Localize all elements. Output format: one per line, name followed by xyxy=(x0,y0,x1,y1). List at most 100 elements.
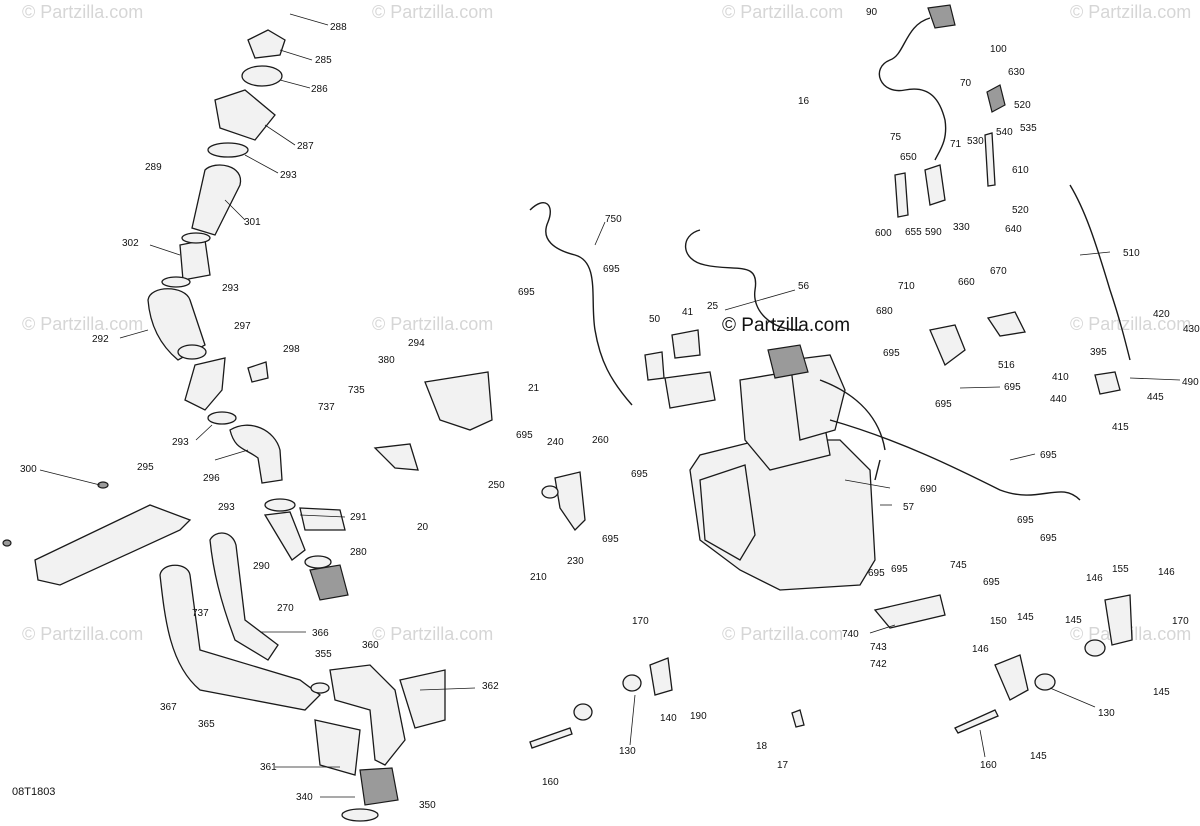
part-bracket xyxy=(986,311,1026,337)
callout: 361 xyxy=(260,762,277,773)
leader xyxy=(289,13,329,26)
callout: 650 xyxy=(900,152,917,163)
callout: 302 xyxy=(122,238,139,249)
leader xyxy=(979,729,986,758)
callout: 240 xyxy=(547,437,564,448)
callout: 365 xyxy=(198,719,215,730)
callout: 743 xyxy=(870,642,887,653)
callout: 145 xyxy=(1065,615,1082,626)
callout: 355 xyxy=(315,649,332,660)
part-plate xyxy=(649,657,673,696)
diagram-code: 08T1803 xyxy=(12,786,55,798)
part-cylinder-head xyxy=(789,354,846,441)
part-bellows xyxy=(309,564,349,601)
callout: 56 xyxy=(798,281,810,292)
callout: 695 xyxy=(1004,382,1021,393)
callout: 737 xyxy=(192,608,209,619)
callout: 516 xyxy=(998,360,1015,371)
callout: 20 xyxy=(417,522,429,533)
part-filter-ring xyxy=(241,65,283,87)
part-spring xyxy=(894,172,909,218)
callout: 170 xyxy=(1172,616,1189,627)
callout: 294 xyxy=(408,338,425,349)
callout: 250 xyxy=(488,480,505,491)
callout: 160 xyxy=(542,777,559,788)
part-filter-cone xyxy=(247,29,286,59)
watermarks: © Partzilla.com © Partzilla.com © Partzi… xyxy=(22,2,1191,644)
callout: 610 xyxy=(1012,165,1029,176)
part-boot xyxy=(314,719,361,776)
callout-labels: 288 285 286 287 289 293 301 302 293 292 … xyxy=(20,7,1200,811)
callout: 145 xyxy=(1153,687,1170,698)
callout: 695 xyxy=(602,534,619,545)
leader xyxy=(39,469,101,486)
leader xyxy=(869,624,896,634)
part-bracket xyxy=(554,471,586,532)
callout: 340 xyxy=(296,792,313,803)
callout: 296 xyxy=(203,473,220,484)
part-clamp xyxy=(177,344,207,360)
watermark: © Partzilla.com xyxy=(372,624,493,644)
part-wire xyxy=(819,379,886,451)
part-wire xyxy=(874,459,881,481)
callout: 260 xyxy=(592,435,609,446)
part-bracket xyxy=(929,324,966,367)
part-throttle-cable xyxy=(878,17,947,161)
callout: 150 xyxy=(990,616,1007,627)
watermark: © Partzilla.com xyxy=(22,314,143,334)
leader xyxy=(299,514,346,518)
callout: 300 xyxy=(20,464,37,475)
part-spacer xyxy=(541,485,559,499)
callout: 600 xyxy=(875,228,892,239)
callout: 301 xyxy=(244,217,261,228)
callout: 695 xyxy=(1017,515,1034,526)
callout: 293 xyxy=(172,437,189,448)
callout: 291 xyxy=(350,512,367,523)
callout: 360 xyxy=(362,640,379,651)
callout: 695 xyxy=(516,430,533,441)
callout: 293 xyxy=(280,170,297,181)
part-ring xyxy=(310,682,330,694)
callout: 695 xyxy=(518,287,535,298)
watermark: © Partzilla.com xyxy=(1070,314,1191,334)
callout: 445 xyxy=(1147,392,1164,403)
callout: 140 xyxy=(660,713,677,724)
part-bracket xyxy=(1094,371,1121,395)
part-boot xyxy=(399,669,446,729)
callout: 288 xyxy=(330,22,347,33)
callout: 750 xyxy=(605,214,622,225)
callout: 510 xyxy=(1123,248,1140,259)
callout: 520 xyxy=(1012,205,1029,216)
leader xyxy=(214,449,249,461)
part-lever xyxy=(984,132,996,187)
part-duct xyxy=(209,532,279,661)
callout: 490 xyxy=(1182,377,1199,388)
callout: 130 xyxy=(619,746,636,757)
watermark: © Partzilla.com xyxy=(722,624,843,644)
callout: 630 xyxy=(1008,67,1025,78)
part-long-duct xyxy=(159,564,321,711)
callout: 190 xyxy=(690,711,707,722)
part-plate xyxy=(671,329,701,359)
leader xyxy=(419,687,476,691)
callout: 280 xyxy=(350,547,367,558)
leader-lines xyxy=(39,13,1181,798)
part-connector xyxy=(644,351,665,381)
callout: 155 xyxy=(1112,564,1129,575)
callout: 695 xyxy=(1040,450,1057,461)
callout: 590 xyxy=(925,227,942,238)
part-bellows-duct xyxy=(191,164,242,236)
callout: 640 xyxy=(1005,224,1022,235)
callout: 17 xyxy=(777,760,789,771)
part-lever xyxy=(924,164,946,206)
callout: 210 xyxy=(530,572,547,583)
part-clamp xyxy=(207,142,249,158)
part-block xyxy=(247,361,269,383)
part-knob xyxy=(986,84,1006,113)
callout: 690 xyxy=(920,484,937,495)
part-bushing xyxy=(622,674,642,692)
part-throttle-housing xyxy=(927,4,956,29)
part-plug xyxy=(2,539,12,547)
callout: 287 xyxy=(297,141,314,152)
